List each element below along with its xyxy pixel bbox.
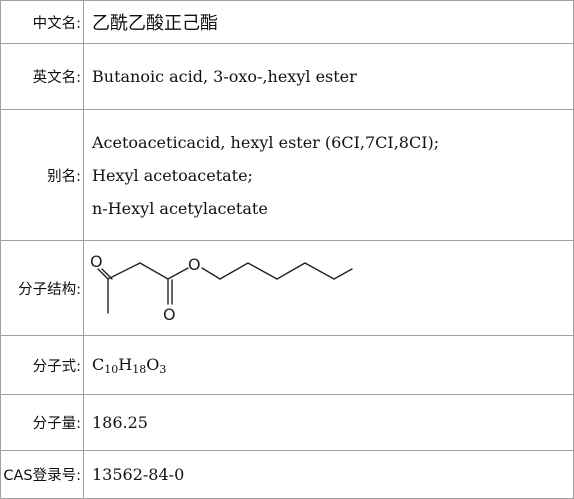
atom-label-oxygen: O [188, 255, 201, 274]
row-structure: 分子结构: O [0, 240, 574, 336]
bond [97, 267, 109, 280]
row-cas: CAS登录号: 13562-84-0 [0, 450, 574, 499]
chinese-name-label: 中文名: [0, 0, 84, 44]
bond [219, 261, 249, 280]
row-aliases: 别名: Acetoaceticacid, hexyl ester (6CI,7C… [0, 109, 574, 241]
alias-item: Hexyl acetoacetate; [92, 165, 253, 185]
bond [139, 261, 169, 280]
formula-value: C10H18O3 [83, 335, 574, 395]
bond [201, 266, 221, 280]
bond [107, 261, 141, 280]
molecular-weight-label: 分子量: [0, 394, 84, 451]
chinese-name-value: 乙酰乙酸正己酯 [83, 0, 574, 44]
bond [167, 266, 189, 280]
english-name-label: 英文名: [0, 43, 84, 110]
atom-label-oxygen: O [163, 305, 176, 324]
molecular-structure-diagram: O O O [90, 252, 353, 324]
atom-label-oxygen: O [90, 252, 103, 271]
aliases-label: 别名: [0, 109, 84, 241]
cas-label: CAS登录号: [0, 450, 84, 499]
bond [247, 261, 278, 280]
aliases-value: Acetoaceticacid, hexyl ester (6CI,7CI,8C… [83, 109, 574, 241]
row-english-name: 英文名: Butanoic acid, 3-oxo-,hexyl ester [0, 43, 574, 110]
structure-label: 分子结构: [0, 240, 84, 336]
bond [333, 267, 353, 280]
row-molecular-weight: 分子量: 186.25 [0, 394, 574, 451]
formula-label: 分子式: [0, 335, 84, 395]
alias-item: Acetoaceticacid, hexyl ester (6CI,7CI,8C… [92, 132, 440, 152]
row-formula: 分子式: C10H18O3 [0, 335, 574, 395]
bond [276, 261, 306, 280]
structure-cell: O O O [83, 240, 574, 336]
bond [304, 261, 335, 280]
cas-value: 13562-84-0 [83, 450, 574, 499]
molecular-weight-value: 186.25 [83, 394, 574, 451]
alias-item: n-Hexyl acetylacetate [92, 198, 268, 218]
row-chinese-name: 中文名: 乙酰乙酸正己酯 [0, 0, 574, 44]
english-name-value: Butanoic acid, 3-oxo-,hexyl ester [83, 43, 574, 110]
